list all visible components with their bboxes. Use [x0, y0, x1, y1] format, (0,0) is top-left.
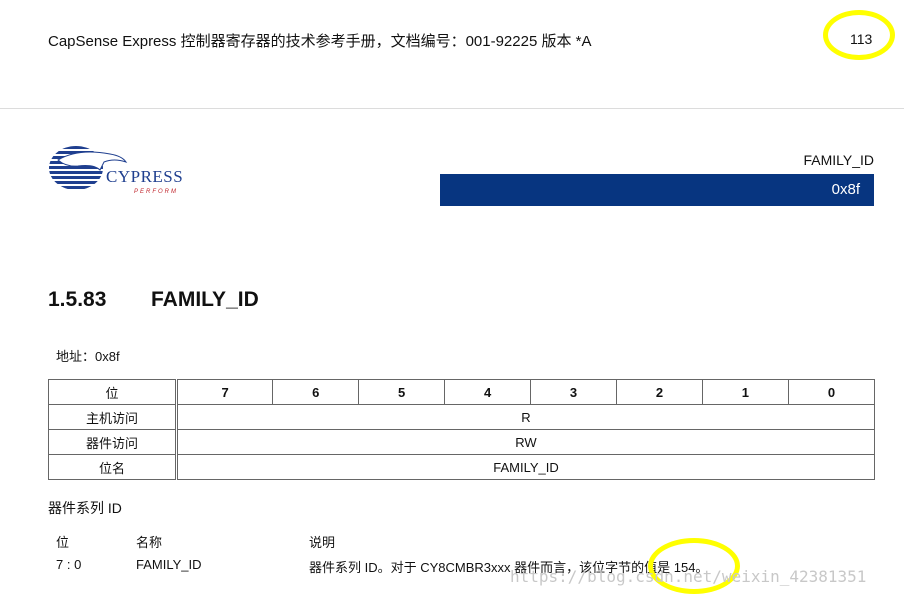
- address-line: 地址：0x8f: [56, 349, 120, 364]
- logo-brand-text: CYPRESS: [106, 167, 183, 186]
- bit-cell: 1: [701, 379, 789, 405]
- bit-cell: 7: [175, 379, 274, 405]
- highlight-circle-value: [648, 538, 740, 594]
- bit-cell: 5: [358, 379, 446, 405]
- bit-cell: 3: [530, 379, 618, 405]
- logo-globe-icon: [49, 146, 128, 189]
- cypress-logo: CYPRESS PERFORM: [49, 146, 183, 195]
- description-heading: 器件系列 ID: [48, 500, 122, 516]
- column-header-name: 名称: [136, 535, 163, 550]
- register-row-host-access: 主机访问 R: [48, 404, 875, 430]
- logo-tagline-text: PERFORM: [134, 189, 178, 195]
- register-bits-row: 位 7 6 5 4 3 2 1 0: [48, 379, 876, 405]
- watermark-url: https://blog.csdn.net/weixin_42381351: [510, 567, 867, 586]
- row-value: FAMILY_ID: [176, 454, 875, 480]
- register-banner-address: 0x8f: [831, 181, 860, 198]
- bit-cell: 2: [616, 379, 703, 405]
- document-header-title: CapSense Express 控制器寄存器的技术参考手册，文档编号：001-…: [48, 33, 592, 50]
- header-divider: [0, 108, 904, 109]
- row-value: RW: [176, 429, 875, 455]
- register-row-bit-name: 位名 FAMILY_ID: [48, 454, 875, 480]
- register-banner-name: FAMILY_ID: [803, 152, 874, 168]
- row-label: 主机访问: [48, 404, 178, 430]
- field-description: 器件系列 ID。对于 CY8CMBR3xxx 器件而言，该位字节的值是 154。: [309, 560, 709, 575]
- section-title: FAMILY_ID: [151, 288, 259, 311]
- highlight-circle-page-number: [823, 10, 895, 60]
- bit-cell: 4: [444, 379, 532, 405]
- bit-cell: 6: [272, 379, 360, 405]
- section-number: 1.5.83: [48, 288, 107, 311]
- field-bits: 7 : 0: [56, 557, 82, 572]
- column-header-description: 说明: [309, 535, 336, 550]
- bit-cell: 0: [787, 379, 876, 405]
- column-header-bits: 位: [56, 535, 70, 550]
- row-label: 位名: [48, 454, 178, 480]
- bits-row-label: 位: [48, 379, 178, 405]
- field-name: FAMILY_ID: [136, 557, 202, 572]
- register-banner-bar: 0x8f: [440, 174, 874, 206]
- row-value: R: [176, 404, 875, 430]
- row-label: 器件访问: [48, 429, 178, 455]
- register-row-device-access: 器件访问 RW: [48, 429, 875, 455]
- register-table: 位 7 6 5 4 3 2 1 0 主机访问 R 器件访问 RW 位名 FAMI…: [48, 379, 876, 480]
